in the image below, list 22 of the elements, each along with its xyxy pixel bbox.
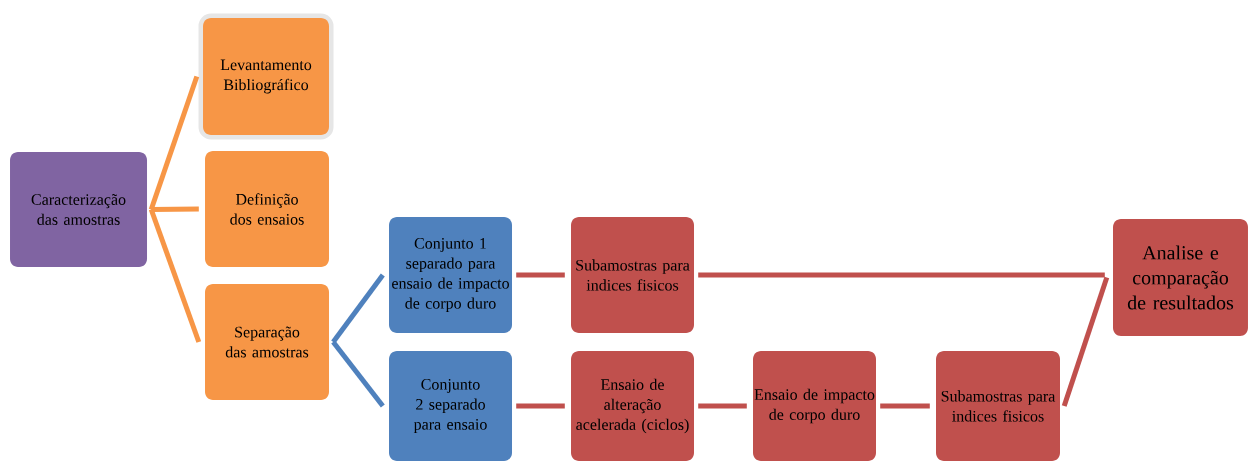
connector-line <box>148 208 202 343</box>
process-box: Subamostras para indices fisicos <box>571 217 694 333</box>
connector-line <box>698 272 1105 278</box>
connector-line <box>1061 276 1110 407</box>
process-box: Conjunto 1 separado para ensaio de impacto de corpo duro <box>389 217 512 333</box>
connector-line <box>148 75 200 211</box>
process-box: Subamostras para indices fisicos <box>936 351 1060 461</box>
connector-line <box>516 272 565 278</box>
connector-line <box>331 273 385 344</box>
process-box: Ensaio de impacto de corpo duro <box>753 351 876 461</box>
process-box: Levantamento Bibliográfico <box>203 18 329 135</box>
process-box: Definição dos ensaios <box>205 151 329 267</box>
process-box: Separação das amostras <box>205 284 329 400</box>
process-box: Analise e comparação de resultados <box>1113 219 1248 336</box>
process-box: Caracterização das amostras <box>10 152 147 267</box>
connector-line <box>516 403 565 409</box>
process-box: Ensaio de alteração acelerada (ciclos) <box>571 351 694 461</box>
connector-line <box>151 206 199 212</box>
connector-line <box>880 403 930 409</box>
connector-line <box>331 340 385 408</box>
process-box: Conjunto 2 separado para ensaio <box>389 351 512 461</box>
connector-line <box>698 403 747 409</box>
